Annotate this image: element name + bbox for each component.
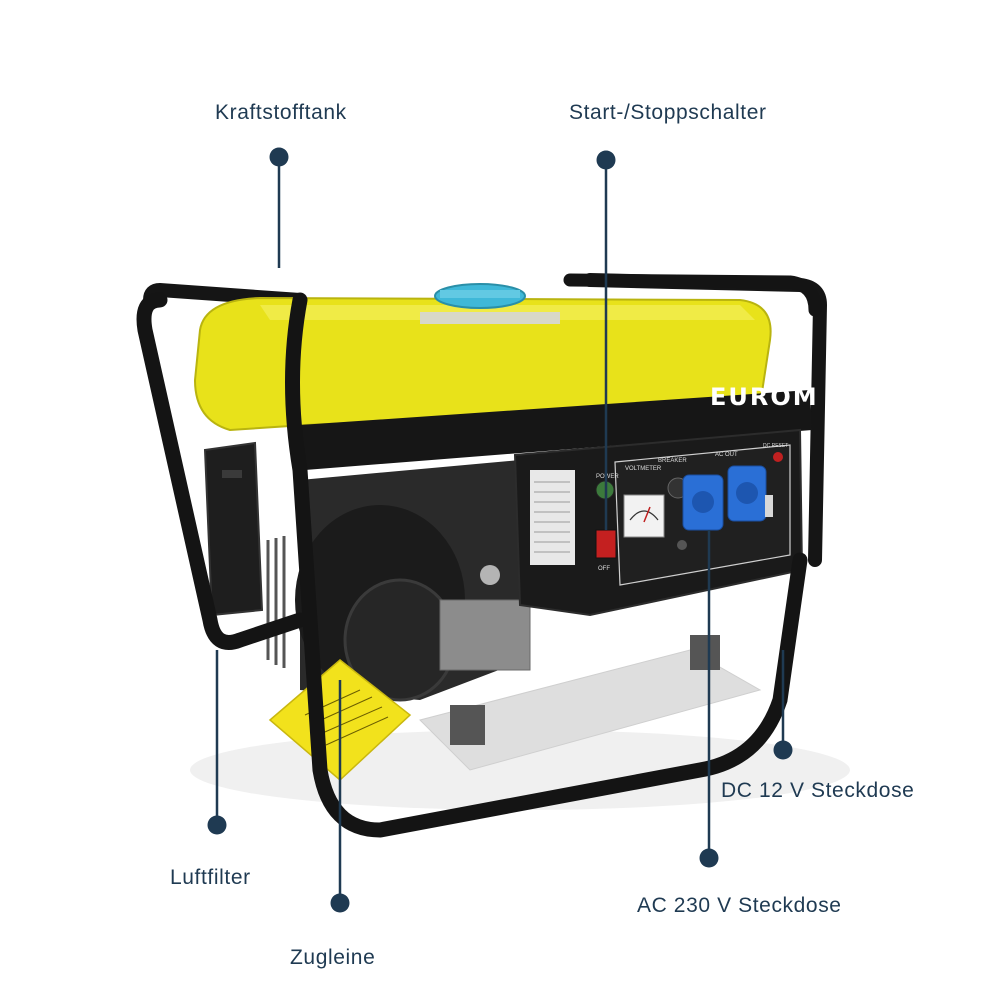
callout-label-tank: Kraftstofftank	[215, 101, 347, 124]
engine-bolt	[480, 565, 500, 585]
panel-label-breaker: BREAKER	[658, 458, 687, 464]
callout-lines	[215, 157, 785, 903]
voltmeter-needle	[643, 506, 651, 523]
air-filter-latch	[222, 470, 242, 478]
voltmeter-scale	[629, 510, 659, 521]
spec-label-lines	[534, 481, 570, 553]
air-filter-box	[203, 441, 264, 617]
callout-label-switch: Start-/Stoppschalter	[569, 101, 767, 124]
callout-label-pull-cord: Zugleine	[290, 946, 376, 969]
callout-label-ac-socket: AC 230 V Steckdose	[637, 894, 842, 917]
callout-dot-icon	[207, 815, 227, 835]
front-frame-left	[136, 292, 308, 650]
fuel-cap-ring	[440, 290, 520, 298]
ac-socket-1-face	[692, 491, 714, 513]
panel-label-power: POWER	[596, 474, 619, 480]
panel-label-voltmeter: VOLTMETER	[625, 466, 662, 472]
spec-label	[530, 470, 575, 565]
panel-label-dc-reset: DC RESET	[763, 443, 788, 449]
front-frame-main	[285, 292, 808, 838]
panel-label-off: OFF	[598, 566, 610, 572]
callout-label-dc-socket: DC 12 V Steckdose	[721, 779, 915, 802]
callout-dot-icon	[699, 848, 719, 868]
foot-front-left	[450, 705, 485, 745]
panel-label-ac-out: AC OUT	[715, 452, 738, 458]
ground-terminal	[677, 540, 687, 550]
start-stop-switch[interactable]	[595, 529, 617, 559]
foot-front-right	[690, 635, 720, 670]
brand-logo: EUROM	[710, 383, 819, 411]
voltmeter	[623, 494, 665, 538]
engine-crankcase	[439, 599, 531, 671]
frame-handle	[563, 273, 822, 317]
cooling-fins	[266, 536, 286, 668]
callout-dot-icon	[330, 893, 350, 913]
front-band	[300, 390, 812, 470]
callout-dot-icon	[596, 150, 616, 170]
ac-socket-2-face	[736, 482, 758, 504]
fuel-tank	[193, 296, 772, 432]
callout-dot-icon	[773, 740, 793, 760]
tank-sticker	[420, 312, 560, 324]
dc-reset-button[interactable]	[773, 452, 783, 462]
callout-label-air-filter: Luftfilter	[170, 866, 251, 889]
callout-dot-icon	[269, 147, 289, 167]
base-plate	[419, 649, 762, 771]
dc-socket[interactable]	[765, 495, 773, 517]
